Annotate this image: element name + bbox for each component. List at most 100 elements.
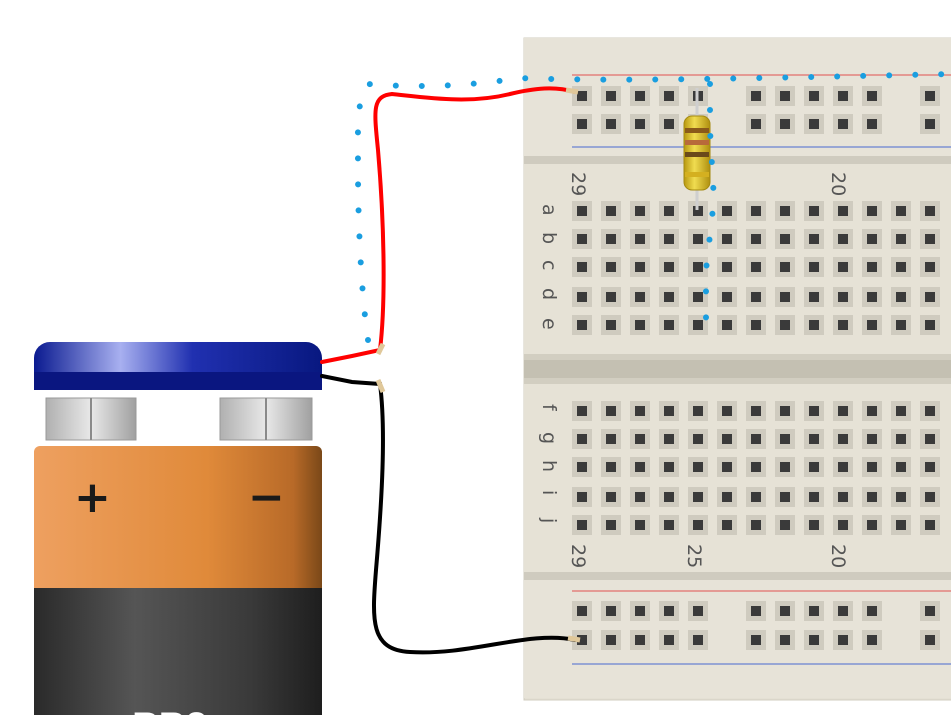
breadboard-hole-socket bbox=[606, 292, 616, 302]
breadboard-hole-socket bbox=[577, 520, 587, 530]
breadboard-hole-socket bbox=[925, 492, 935, 502]
power-rail-hole-socket bbox=[780, 606, 790, 616]
power-rail-hole-socket bbox=[809, 635, 819, 645]
breadboard-hole-socket bbox=[693, 462, 703, 472]
breadboard-hole-socket bbox=[925, 234, 935, 244]
breadboard-hole-socket bbox=[780, 320, 790, 330]
power-rail-hole-socket bbox=[577, 606, 587, 616]
power-rail-hole-socket bbox=[664, 91, 674, 101]
breadboard-hole-socket bbox=[751, 520, 761, 530]
power-rail-hole-socket bbox=[664, 606, 674, 616]
breadboard-hole-socket bbox=[780, 492, 790, 502]
breadboard-hole-socket bbox=[693, 206, 703, 216]
power-rail-hole-socket bbox=[606, 606, 616, 616]
column-number-29-top: 29 bbox=[567, 172, 589, 196]
breadboard-hole-socket bbox=[838, 320, 848, 330]
breadboard-hole-socket bbox=[577, 206, 587, 216]
breadboard-hole-socket bbox=[867, 262, 877, 272]
power-rail-hole-socket bbox=[925, 91, 935, 101]
breadboard-hole-socket bbox=[867, 320, 877, 330]
breadboard-hole-socket bbox=[606, 406, 616, 416]
row-letter-e: e bbox=[538, 318, 560, 330]
breadboard-hole-socket bbox=[838, 262, 848, 272]
breadboard-hole-socket bbox=[664, 406, 674, 416]
breadboard-hole-socket bbox=[722, 462, 732, 472]
breadboard-hole-socket bbox=[751, 234, 761, 244]
red-wire-tip bbox=[375, 342, 386, 356]
breadboard-hole-socket bbox=[577, 292, 587, 302]
breadboard-hole-socket bbox=[693, 434, 703, 444]
row-letter-h: h bbox=[538, 460, 560, 472]
power-rail-hole-socket bbox=[751, 119, 761, 129]
breadboard-hole-socket bbox=[809, 262, 819, 272]
breadboard-hole-socket bbox=[896, 262, 906, 272]
breadboard-hole-socket bbox=[809, 434, 819, 444]
breadboard-hole-socket bbox=[606, 206, 616, 216]
battery-body-top bbox=[34, 446, 322, 588]
breadboard-hole-socket bbox=[751, 406, 761, 416]
breadboard-hole-socket bbox=[809, 406, 819, 416]
breadboard-hole-socket bbox=[780, 206, 790, 216]
breadboard-hole-socket bbox=[635, 262, 645, 272]
breadboard-hole-socket bbox=[867, 492, 877, 502]
breadboard-hole-socket bbox=[896, 406, 906, 416]
breadboard-hole-socket bbox=[780, 292, 790, 302]
breadboard-hole-socket bbox=[867, 520, 877, 530]
red-wire[interactable] bbox=[320, 86, 577, 364]
breadboard-hole-socket bbox=[809, 520, 819, 530]
breadboard-hole-socket bbox=[838, 234, 848, 244]
breadboard-hole-socket bbox=[722, 206, 732, 216]
breadboard-hole-socket bbox=[722, 320, 732, 330]
breadboard-holes bbox=[572, 86, 940, 650]
breadboard-hole-socket bbox=[635, 206, 645, 216]
breadboard-hole-socket bbox=[925, 520, 935, 530]
breadboard-hole-socket bbox=[838, 462, 848, 472]
breadboard-hole-socket bbox=[867, 434, 877, 444]
power-rail-hole-socket bbox=[751, 606, 761, 616]
breadboard-hole-socket bbox=[577, 320, 587, 330]
row-letter-i: i bbox=[538, 490, 560, 495]
row-letter-b: b bbox=[538, 232, 560, 244]
breadboard-hole-socket bbox=[925, 262, 935, 272]
resistor[interactable] bbox=[683, 88, 711, 210]
power-rail-hole-socket bbox=[635, 119, 645, 129]
breadboard-hole-socket bbox=[838, 434, 848, 444]
breadboard-hole-socket bbox=[780, 434, 790, 444]
breadboard-hole-socket bbox=[722, 520, 732, 530]
power-rail-hole-socket bbox=[838, 635, 848, 645]
breadboard-hole-socket bbox=[780, 520, 790, 530]
breadboard-hole-socket bbox=[809, 206, 819, 216]
column-number-29-bottom: 29 bbox=[567, 544, 589, 568]
power-rail-hole-socket bbox=[606, 119, 616, 129]
battery-body-bottom bbox=[34, 588, 322, 715]
breadboard-hole-socket bbox=[780, 406, 790, 416]
breadboard-hole-socket bbox=[577, 262, 587, 272]
power-rail-hole-socket bbox=[809, 606, 819, 616]
black-wire-tip bbox=[375, 379, 386, 393]
power-rail-hole-socket bbox=[664, 119, 674, 129]
breadboard-hole-socket bbox=[722, 406, 732, 416]
breadboard-hole-socket bbox=[751, 320, 761, 330]
breadboard-hole-socket bbox=[925, 292, 935, 302]
power-rail-hole-socket bbox=[606, 91, 616, 101]
breadboard-hole-socket bbox=[751, 262, 761, 272]
breadboard-hole-socket bbox=[896, 434, 906, 444]
breadboard-hole-socket bbox=[867, 292, 877, 302]
resistor-band-2 bbox=[685, 140, 709, 145]
resistor-band-4 bbox=[685, 172, 709, 177]
breadboard-hole-socket bbox=[751, 292, 761, 302]
breadboard-hole-socket bbox=[577, 406, 587, 416]
power-rail-hole-socket bbox=[635, 91, 645, 101]
black-wire[interactable] bbox=[320, 374, 577, 655]
wires bbox=[320, 86, 581, 655]
breadboard-hole-socket bbox=[809, 320, 819, 330]
breadboard-hole-socket bbox=[606, 492, 616, 502]
row-letter-j: j bbox=[538, 517, 560, 523]
power-rail-hole-socket bbox=[809, 91, 819, 101]
breadboard-hole-socket bbox=[925, 406, 935, 416]
row-letter-f: f bbox=[538, 404, 560, 412]
breadboard-hole-socket bbox=[635, 434, 645, 444]
power-rail-hole-socket bbox=[780, 91, 790, 101]
breadboard-hole-socket bbox=[867, 462, 877, 472]
battery-plus-label: + bbox=[74, 472, 111, 523]
